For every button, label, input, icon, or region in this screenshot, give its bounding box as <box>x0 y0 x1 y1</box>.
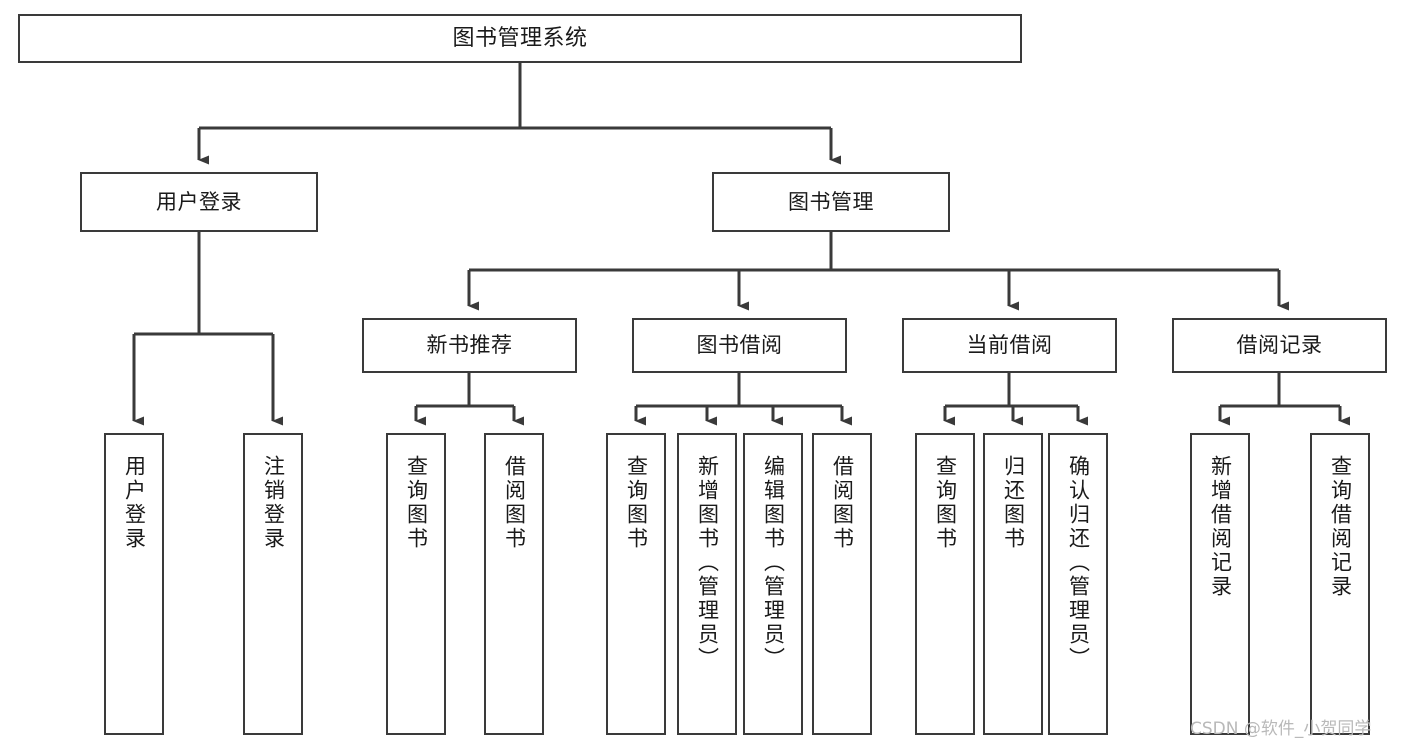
node-leaf-query-book-1-label: 查询图书 <box>404 455 429 551</box>
node-leaf-edit-book-label: 编辑图书（管理员） <box>761 455 786 671</box>
node-leaf-add-book-label: 新增图书（管理员） <box>695 455 720 671</box>
node-leaf-query-book-3[interactable]: 查询图书 <box>915 433 975 735</box>
node-leaf-confirm-return[interactable]: 确认归还（管理员） <box>1048 433 1108 735</box>
node-leaf-query-record[interactable]: 查询借阅记录 <box>1310 433 1370 735</box>
node-leaf-borrow-book-2[interactable]: 借阅图书 <box>812 433 872 735</box>
node-leaf-query-book-2[interactable]: 查询图书 <box>606 433 666 735</box>
node-leaf-logout-label: 注销登录 <box>261 455 286 551</box>
node-current-borrow-label: 当前借阅 <box>966 333 1053 358</box>
node-root[interactable]: 图书管理系统 <box>18 14 1022 63</box>
node-leaf-edit-book[interactable]: 编辑图书（管理员） <box>743 433 803 735</box>
node-new-book-recommend[interactable]: 新书推荐 <box>362 318 577 373</box>
node-book-manage-label: 图书管理 <box>788 189 874 214</box>
node-leaf-query-book-2-label: 查询图书 <box>624 455 649 551</box>
node-borrow-record[interactable]: 借阅记录 <box>1172 318 1387 373</box>
node-leaf-user-login[interactable]: 用户登录 <box>104 433 164 735</box>
node-leaf-return-book-label: 归还图书 <box>1001 455 1026 551</box>
node-book-borrow-label: 图书借阅 <box>696 333 783 358</box>
csdn-watermark: CSDN @软件_小贺同学 <box>1190 719 1372 739</box>
node-leaf-borrow-book-1-label: 借阅图书 <box>502 455 527 551</box>
node-leaf-query-record-label: 查询借阅记录 <box>1328 455 1353 599</box>
node-leaf-confirm-return-label: 确认归还（管理员） <box>1066 455 1091 671</box>
node-user-login-label: 用户登录 <box>156 189 242 214</box>
node-leaf-add-record-label: 新增借阅记录 <box>1208 455 1233 599</box>
node-book-manage[interactable]: 图书管理 <box>712 172 950 232</box>
node-leaf-query-book-3-label: 查询图书 <box>933 455 958 551</box>
node-borrow-record-label: 借阅记录 <box>1236 333 1323 358</box>
node-root-label: 图书管理系统 <box>452 25 588 51</box>
node-user-login[interactable]: 用户登录 <box>80 172 318 232</box>
node-current-borrow[interactable]: 当前借阅 <box>902 318 1117 373</box>
node-leaf-add-book[interactable]: 新增图书（管理员） <box>677 433 737 735</box>
node-leaf-return-book[interactable]: 归还图书 <box>983 433 1043 735</box>
node-leaf-query-book-1[interactable]: 查询图书 <box>386 433 446 735</box>
node-leaf-add-record[interactable]: 新增借阅记录 <box>1190 433 1250 735</box>
node-leaf-borrow-book-1[interactable]: 借阅图书 <box>484 433 544 735</box>
node-book-borrow[interactable]: 图书借阅 <box>632 318 847 373</box>
node-new-book-recommend-label: 新书推荐 <box>426 333 513 358</box>
node-leaf-user-login-label: 用户登录 <box>122 455 147 551</box>
node-leaf-logout[interactable]: 注销登录 <box>243 433 303 735</box>
node-leaf-borrow-book-2-label: 借阅图书 <box>830 455 855 551</box>
